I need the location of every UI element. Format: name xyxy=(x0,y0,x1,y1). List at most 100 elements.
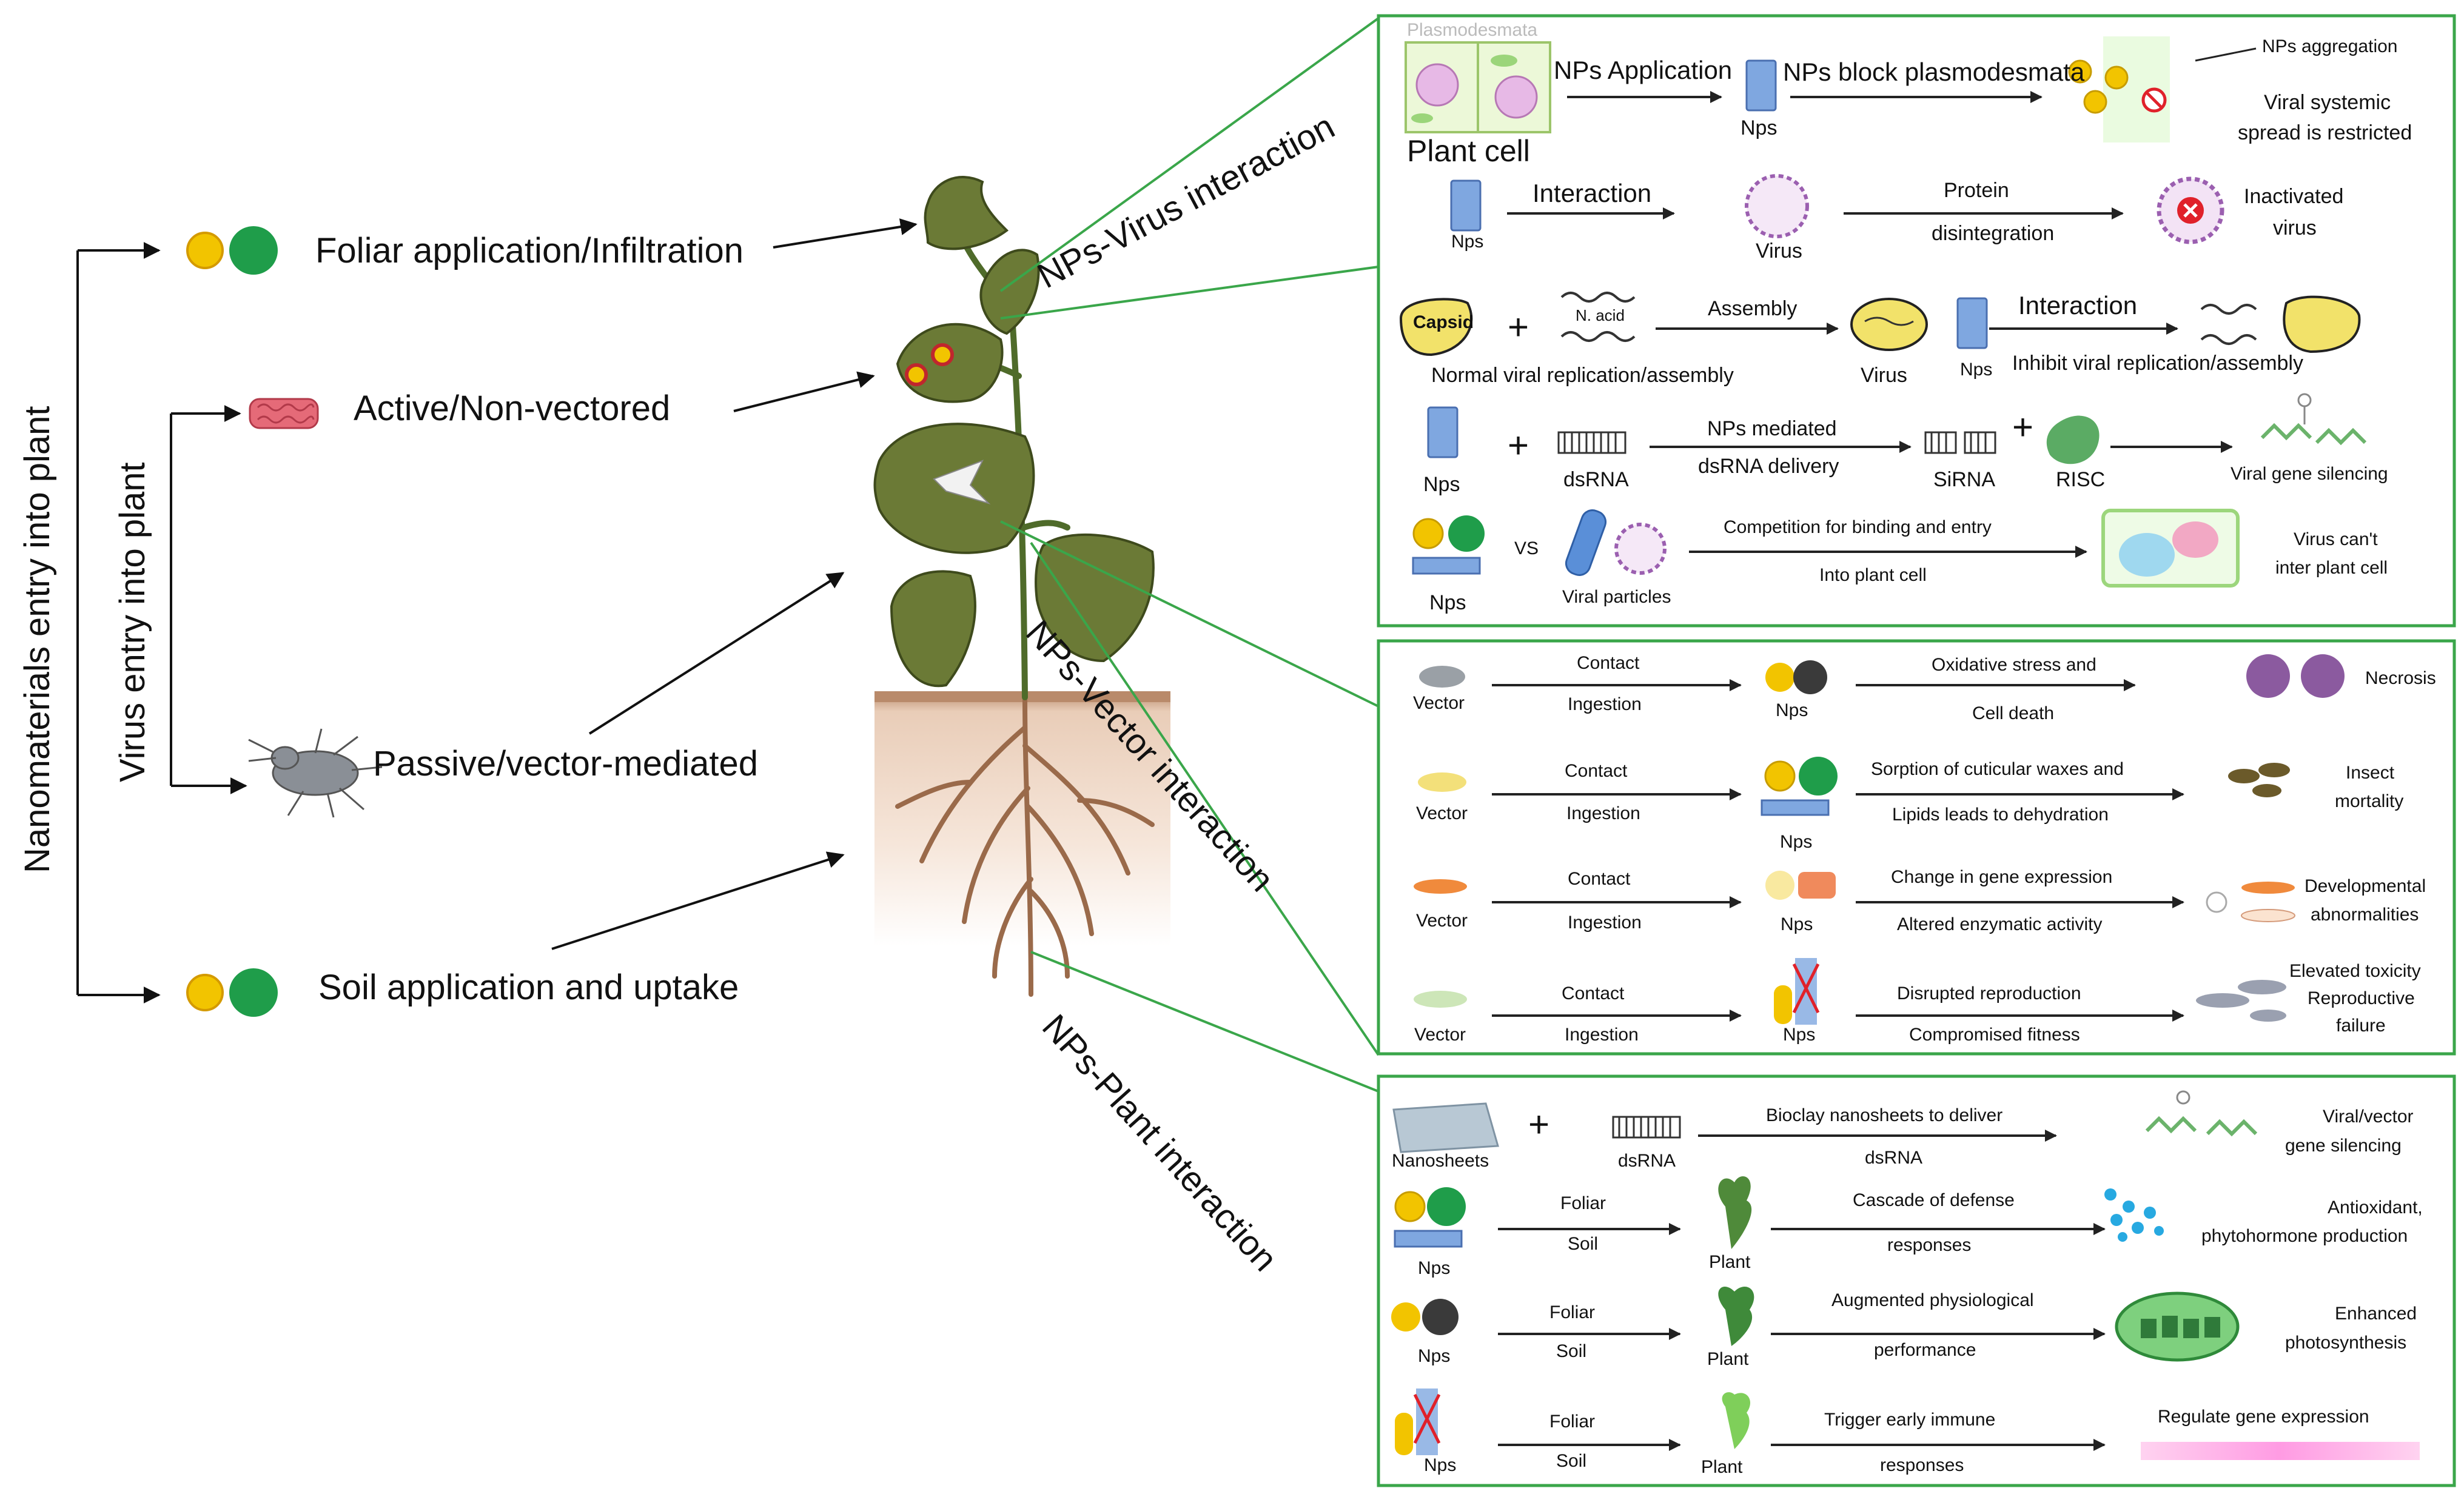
cell-death-label: Cell death xyxy=(1972,703,2055,723)
plant-cell-icon xyxy=(1405,41,1551,133)
nanosheets-label: Nanosheets xyxy=(1392,1151,1489,1171)
gene-silencing-icon xyxy=(2260,393,2367,446)
leaf-top xyxy=(924,176,1009,250)
vector-panel-frame xyxy=(1377,639,2456,1056)
empty-capsid-icon xyxy=(2283,295,2361,353)
disrupted-label: Disrupted reproduction xyxy=(1897,983,2081,1003)
free-nucleic-acid-icon xyxy=(2200,304,2257,345)
plus-sign-3: + xyxy=(2012,407,2034,447)
assembly-label: Assembly xyxy=(1708,297,1798,320)
contact-label-1: Contact xyxy=(1577,653,1640,673)
soil-label: Soil application and uptake xyxy=(318,968,739,1007)
plus-sign-2: + xyxy=(1508,425,1529,466)
nanosheet-icon xyxy=(1392,1102,1499,1153)
nps-label-2: Nps xyxy=(1451,232,1484,252)
inactivated-line1: Inactivated xyxy=(2244,185,2344,208)
viral-particles-label: Viral particles xyxy=(1562,587,1671,607)
soil-label-3: Soil xyxy=(1556,1451,1587,1471)
protein-label: Protein xyxy=(1944,179,2009,202)
virus-panel-frame xyxy=(1377,14,2456,628)
sirna-label: SiRNA xyxy=(1933,468,1996,491)
vector-insect-icons xyxy=(1414,666,1467,1008)
foliar-label: Foliar application/Infiltration xyxy=(315,231,744,270)
vector-outcome-icons xyxy=(2196,654,2345,1022)
interaction-label-2: Interaction xyxy=(2018,291,2138,320)
nps-plant-label-1: Nps xyxy=(1418,1258,1451,1278)
ingestion-label-2: Ingestion xyxy=(1566,803,1640,823)
virus-panel-arrows xyxy=(1507,91,2233,558)
active-label: Active/Non-vectored xyxy=(354,389,671,428)
aphid-icon xyxy=(248,728,383,818)
nps-vec-label-4: Nps xyxy=(1783,1025,1816,1045)
cant-line2: inter plant cell xyxy=(2275,558,2388,578)
foliar-label-3: Foliar xyxy=(1549,1412,1596,1432)
vector-label-4: Vector xyxy=(1414,1025,1466,1045)
plant-panel-frame xyxy=(1377,1074,2456,1487)
vector-panel-arrows xyxy=(1492,679,2184,1022)
plant-leaves xyxy=(873,176,1155,688)
trigger-label: Trigger early immune xyxy=(1824,1410,1996,1430)
systemic-line1: Viral systemic xyxy=(2264,91,2391,114)
dev-line2: abnormalities xyxy=(2311,905,2419,925)
dsrna-label-3: dsRNA xyxy=(1865,1148,1923,1168)
dsrna-icon xyxy=(1557,431,1626,454)
elev-line2: Reproductive xyxy=(2308,988,2415,1008)
leaf-lower-left xyxy=(890,570,976,688)
ingestion-label-1: Ingestion xyxy=(1568,694,1642,714)
regulate-label: Regulate gene expression xyxy=(2158,1407,2369,1427)
insect-line1: Insect xyxy=(2346,763,2395,783)
enzymatic-label: Altered enzymatic activity xyxy=(1897,914,2103,934)
elev-line1: Elevated toxicity xyxy=(2289,961,2421,981)
assembled-virus-icon xyxy=(1850,298,1928,351)
performance-label: performance xyxy=(1874,1340,1976,1360)
cant-line1: Virus can't xyxy=(2294,529,2378,549)
inactivated-line2: virus xyxy=(2273,216,2317,240)
sorption-label: Sorption of cuticular waxes and xyxy=(1871,759,2124,779)
nps-block-label: NPs block plasmodesmata xyxy=(1783,58,2085,86)
entry-arrows xyxy=(551,218,918,950)
anti-line1: Antioxidant, xyxy=(2328,1198,2423,1218)
inhibit-replication-label: Inhibit viral replication/assembly xyxy=(2012,352,2303,375)
capsid-icon xyxy=(1399,298,1473,357)
nps-plant-label-2: Nps xyxy=(1418,1346,1451,1366)
connector-lines xyxy=(999,17,1380,1093)
enh-line1: Enhanced xyxy=(2335,1304,2417,1324)
nps-aggregation-label: NPs aggregation xyxy=(2262,36,2398,56)
dev-line1: Developmental xyxy=(2305,876,2426,896)
inner-bracket xyxy=(170,405,247,794)
plant-cell-blocked-icon xyxy=(2101,509,2240,588)
sirna-icon xyxy=(1924,431,1996,454)
outer-bracket xyxy=(76,242,161,1003)
gene-silencing-icon-2 xyxy=(2145,1090,2258,1137)
np-pair-icon-soil xyxy=(186,968,278,1017)
nacid-label: N. acid xyxy=(1576,306,1625,324)
vector-label-3: Vector xyxy=(1416,911,1468,931)
elev-line3: failure xyxy=(2336,1016,2386,1036)
nucleic-acid-icon xyxy=(1560,292,1636,342)
capsid-label: Capsid xyxy=(1413,312,1474,332)
axis-outer-label: Nanomaterials entry into plant xyxy=(18,406,57,873)
risc-label: RISC xyxy=(2056,468,2106,491)
plant-panel-arrows xyxy=(1498,1130,2106,1451)
responses-label-2: responses xyxy=(1880,1455,1964,1475)
normal-replication-label: Normal viral replication/assembly xyxy=(1431,364,1734,387)
virus-label-1: Virus xyxy=(1756,240,1802,263)
soil-label-2: Soil xyxy=(1556,1341,1587,1361)
lipids-label: Lipids leads to dehydration xyxy=(1892,805,2109,825)
interaction-label-1: Interaction xyxy=(1532,179,1652,207)
fitness-label: Compromised fitness xyxy=(1909,1025,2080,1045)
nps-label-5: Nps xyxy=(1429,591,1466,614)
vv-line1: Viral/vector xyxy=(2323,1107,2414,1127)
anti-line2: phytohormone production xyxy=(2201,1226,2408,1246)
oxidative-label: Oxidative stress and xyxy=(1932,655,2096,675)
into-cell-label: Into plant cell xyxy=(1819,565,1927,585)
plus-sign-4: + xyxy=(1528,1104,1550,1145)
np-rod-icons xyxy=(1427,59,1988,458)
nps-application-label: NPs Application xyxy=(1554,56,1733,84)
dsrna-label-2: dsRNA xyxy=(1618,1151,1676,1171)
np-aggregation-icon xyxy=(2068,36,2257,142)
dsrna-icon-2 xyxy=(1612,1116,1681,1139)
ingestion-label-3: Ingestion xyxy=(1568,913,1642,933)
